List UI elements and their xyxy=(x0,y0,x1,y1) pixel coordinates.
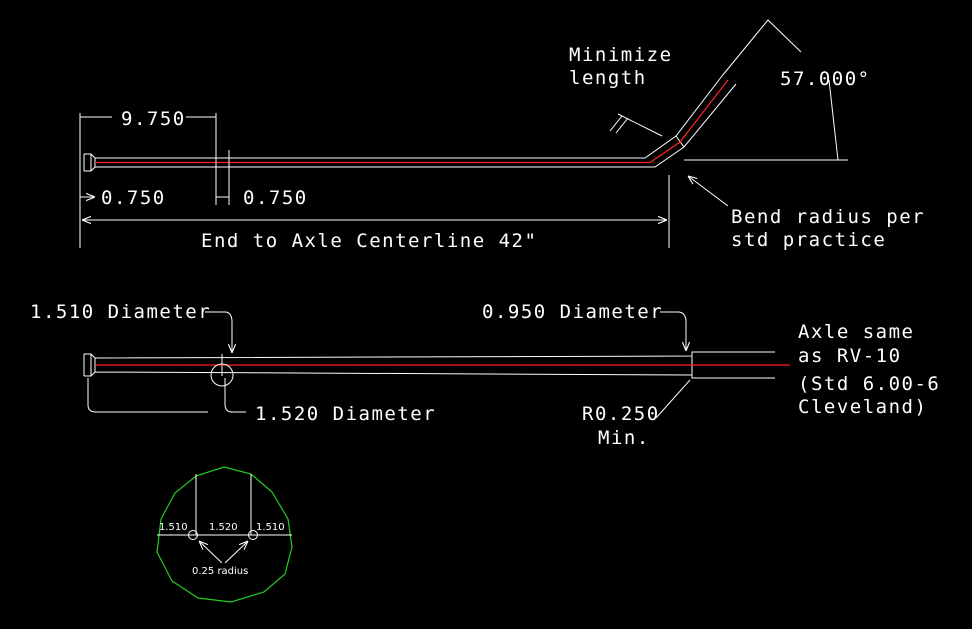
dia-0950-leader xyxy=(660,311,686,351)
minimize-text-1: Minimize xyxy=(569,44,673,66)
dim-0750-left-text: 0.750 xyxy=(101,187,166,209)
section-detail: 1.510 1.520 1.510 0.25 radius xyxy=(156,466,293,603)
minimize-text-2: length xyxy=(569,67,647,89)
minimize-dimension xyxy=(609,113,663,137)
bend-leader xyxy=(688,176,729,207)
dia-0950-text: 0.950 Diameter xyxy=(482,301,663,323)
dim-9750-text: 9.750 xyxy=(121,108,186,130)
detail-circle-right xyxy=(248,530,258,540)
detail-center-text: 1.520 xyxy=(209,522,238,533)
dim-0750-right-text: 0.750 xyxy=(243,187,308,209)
top-rod-centerline xyxy=(95,79,729,164)
angle-text: 57.000° xyxy=(780,68,871,90)
detail-polygon xyxy=(156,466,293,603)
detail-lines xyxy=(157,474,292,536)
detail-left-text: 1.510 xyxy=(159,522,188,533)
radius-text-2: Min. xyxy=(598,427,650,449)
top-extension-lines xyxy=(79,113,670,248)
detail-arrow-right xyxy=(224,541,248,564)
dia-1510-return-leader xyxy=(87,378,208,413)
radius-text-1: R0.250 xyxy=(582,403,660,425)
angle-extension-lines xyxy=(684,19,848,161)
axle-text-1: Axle same xyxy=(798,321,914,343)
dia-1510-text: 1.510 Diameter xyxy=(30,301,211,323)
side-view: 1.510 Diameter 1.520 Diameter 0.950 Diam… xyxy=(30,301,940,449)
axle-text-3: (Std 6.00-6 xyxy=(798,373,940,395)
top-view: 9.750 0.750 0.750 End to Axle Centerline… xyxy=(79,19,925,252)
bend-text-1: Bend radius per xyxy=(731,206,925,228)
dia-1520-leader xyxy=(224,378,246,413)
detail-arrow-left xyxy=(199,541,223,564)
axle-text-2: as RV-10 xyxy=(798,345,902,367)
dim-overall-text: End to Axle Centerline 42" xyxy=(201,230,537,252)
radius-leader xyxy=(655,379,691,419)
bend-text-2: std practice xyxy=(731,229,886,251)
axle-text-4: Cleveland) xyxy=(798,396,927,418)
section-circle xyxy=(210,363,234,387)
detail-circle-left xyxy=(188,530,198,540)
detail-radius-text: 0.25 radius xyxy=(192,566,248,577)
dia-1510-leader xyxy=(205,311,232,353)
dia-1520-text: 1.520 Diameter xyxy=(255,403,436,425)
detail-right-text: 1.510 xyxy=(256,522,285,533)
